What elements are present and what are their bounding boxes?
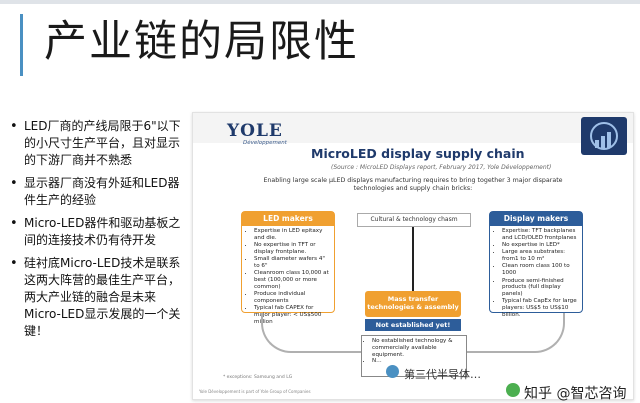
top-bar	[0, 0, 640, 4]
list-item: Large area substrates: from1 to 10 m²	[502, 249, 579, 263]
list-item: Expertise: TFT backplanes and LCD/OLED f…	[502, 228, 579, 242]
list-item: Typical fab CapEx for large players: US$…	[502, 298, 579, 318]
slide-title: MicroLED display supply chain	[311, 146, 525, 161]
slide-intro: Enabling large scale µLED displays manuf…	[263, 177, 563, 192]
globe-icon	[581, 117, 627, 155]
list-item: N…	[372, 358, 463, 365]
watermark-handle: 知乎 @智芯咨询	[524, 386, 627, 402]
mass-transfer-box: No established technology & commercially…	[361, 335, 467, 377]
led-makers-box: LED makers Expertise in LED epitaxy and …	[241, 211, 335, 325]
bullet-item: LED厂商的产线局限于6"以下的小尺寸生产平台，且对显示的下游厂商并不熟悉	[6, 118, 184, 169]
bullet-list: LED厂商的产线局限于6"以下的小尺寸生产平台，且对显示的下游厂商并不熟悉 显示…	[6, 118, 184, 346]
zhihu-icon	[506, 383, 520, 397]
flow-arrow-right	[465, 313, 565, 353]
page-title: 产业链的局限性	[44, 17, 359, 67]
wechat-icon	[386, 365, 399, 378]
led-makers-header: LED makers	[242, 212, 334, 226]
embedded-slide-image: YOLE Développement MicroLED display supp…	[192, 112, 634, 400]
chasm-label: Cultural & technology chasm	[357, 213, 471, 227]
mass-transfer-label: Mass transfer technologies & assembly	[365, 291, 461, 317]
display-makers-header: Display makers	[490, 212, 582, 226]
chasm-crack	[412, 227, 414, 311]
list-item: No expertise in LED*	[502, 242, 579, 249]
slide-source: (Source : MicroLED Displays report, Febr…	[331, 164, 552, 171]
slide-header-band	[193, 113, 633, 143]
bar-icon	[607, 132, 611, 148]
yole-logo: YOLE	[227, 121, 283, 141]
display-makers-box: Display makers Expertise: TFT backplanes…	[489, 211, 583, 318]
not-established-label: Not established yet!	[365, 319, 461, 331]
bar-icon	[595, 140, 599, 148]
list-item: Cleanroom class 10,000 at best (100,000 …	[254, 270, 331, 290]
slide-footer: Yole Développement is part of Yole Group…	[199, 389, 311, 394]
flow-arrow-left	[261, 313, 361, 353]
yole-logo-subtitle: Développement	[243, 140, 287, 146]
list-item: Clean room class 100 to 1000	[502, 263, 579, 277]
list-item: No expertise in TFT or display frontplan…	[254, 242, 331, 256]
list-item: Expertise in LED epitaxy and die.	[254, 228, 331, 242]
list-item: Small diameter wafers 4" to 6"	[254, 256, 331, 270]
watermark-channel: 第三代半导体…	[404, 368, 481, 381]
list-item: Produce semi-finished products (full dis…	[502, 278, 579, 298]
bullet-item: 显示器厂商没有外延和LED器件生产的经验	[6, 175, 184, 209]
title-accent-rule	[20, 14, 23, 76]
list-item: No established technology & commercially…	[372, 338, 463, 358]
bar-icon	[601, 136, 605, 148]
bullet-item: 硅衬底Micro-LED技术是联系这两大阵营的最佳生产平台，两大产业链的融合是未…	[6, 255, 184, 340]
bullet-item: Micro-LED器件和驱动基板之间的连接技术仍有待开发	[6, 215, 184, 249]
slide-footnote: * exceptions: Samsung and LG	[223, 375, 293, 380]
globe-ring	[590, 122, 618, 150]
list-item: Produce individual components	[254, 291, 331, 305]
